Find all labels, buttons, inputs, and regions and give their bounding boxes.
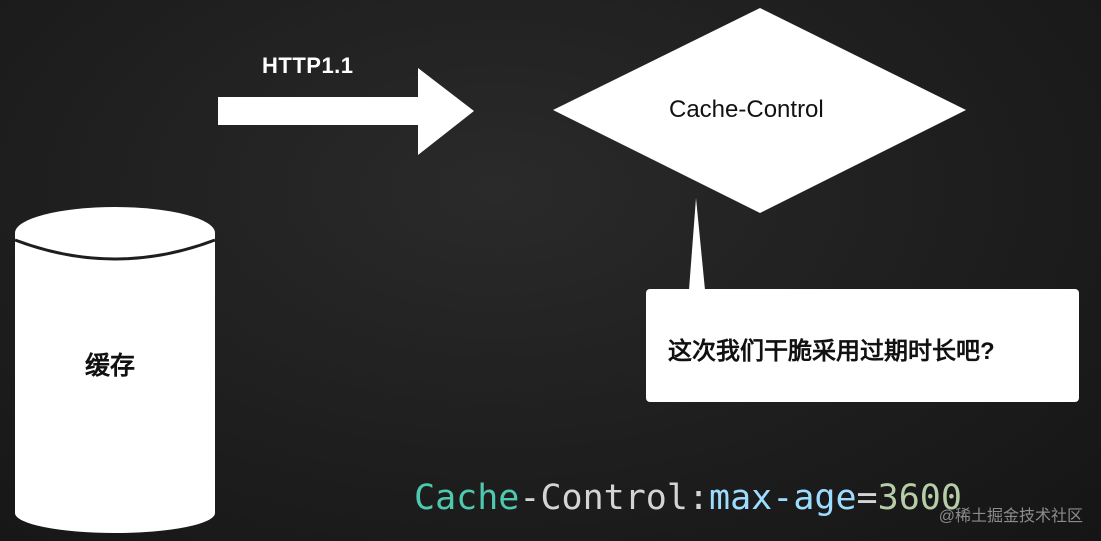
code-equals: = bbox=[856, 478, 878, 518]
code-dash: - bbox=[519, 478, 541, 518]
right-arrow-icon bbox=[218, 68, 474, 155]
callout-box bbox=[646, 289, 1079, 402]
code-header-part1: Cache bbox=[414, 478, 520, 518]
code-snippet: Cache-Control:max-age=3600 bbox=[414, 476, 962, 520]
code-directive-part2: age bbox=[793, 478, 857, 518]
protocol-label: HTTP1.1 bbox=[262, 53, 354, 78]
code-colon: : bbox=[687, 478, 710, 518]
callout-pointer bbox=[689, 198, 705, 290]
code-dash2: - bbox=[772, 478, 794, 518]
decision-diamond bbox=[553, 8, 966, 213]
callout-text: 这次我们干脆采用过期时长吧? bbox=[668, 338, 995, 365]
decision-label: Cache-Control bbox=[669, 96, 824, 123]
watermark: @稀土掘金技术社区 bbox=[938, 508, 1083, 525]
code-value: 3600 bbox=[877, 478, 962, 518]
cache-cylinder bbox=[14, 207, 216, 533]
code-header-part2: Control bbox=[540, 478, 688, 518]
cache-label: 缓存 bbox=[85, 352, 136, 380]
code-directive-part1: max bbox=[709, 478, 773, 518]
